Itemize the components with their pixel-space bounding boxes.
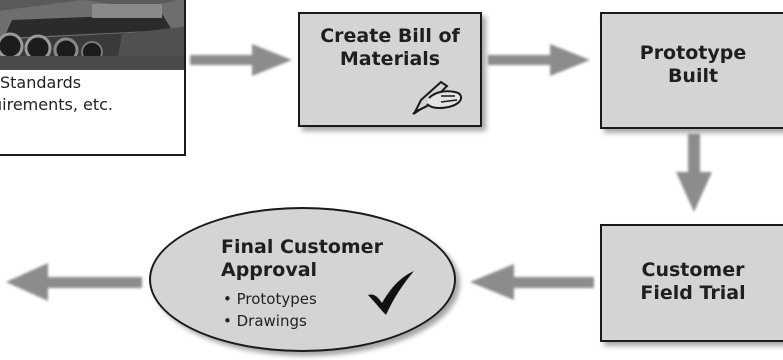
approval-label-line-2: Approval [221, 259, 318, 281]
prototype-label-line-1: Prototype [639, 42, 747, 64]
field-trial-label-line-2: Field Trial [640, 282, 746, 304]
step-create-bom: Create Bill of Materials [298, 12, 482, 127]
field-trial-label-line-1: Customer [641, 259, 745, 281]
arrow-bom-to-prototype [488, 44, 590, 76]
approval-bullets: • Prototypes • Drawings [223, 288, 317, 332]
arrow-field-trial-to-approval [470, 264, 594, 300]
prototype-label-line-2: Built [667, 65, 719, 87]
requirements-line-1: Standards [0, 73, 82, 92]
bom-label-line-1: Create Bill of [320, 25, 460, 47]
pen-hand-icon [412, 80, 463, 116]
requirements-card: Standards uirements, etc. [0, 0, 186, 156]
approval-label-line-1: Final Customer [221, 236, 383, 258]
approval-bullet-prototypes: • Prototypes [223, 290, 317, 308]
approval-title: Final Customer Approval [221, 236, 383, 282]
step-final-customer-approval: Final Customer Approval • Prototypes • D… [149, 207, 456, 352]
arrow-requirements-to-bom [190, 44, 292, 76]
checkmark-icon [368, 271, 414, 315]
arrow-prototype-to-field-trial [676, 134, 712, 212]
approval-bullet-drawings: • Drawings [223, 312, 307, 330]
tank-photo [0, 0, 184, 70]
step-prototype-built: Prototype Built [600, 12, 783, 129]
step-customer-field-trial: Customer Field Trial [600, 224, 783, 342]
requirements-line-2: uirements, etc. [0, 95, 114, 114]
bom-label-line-2: Materials [339, 48, 441, 70]
arrow-approval-out [6, 263, 142, 301]
